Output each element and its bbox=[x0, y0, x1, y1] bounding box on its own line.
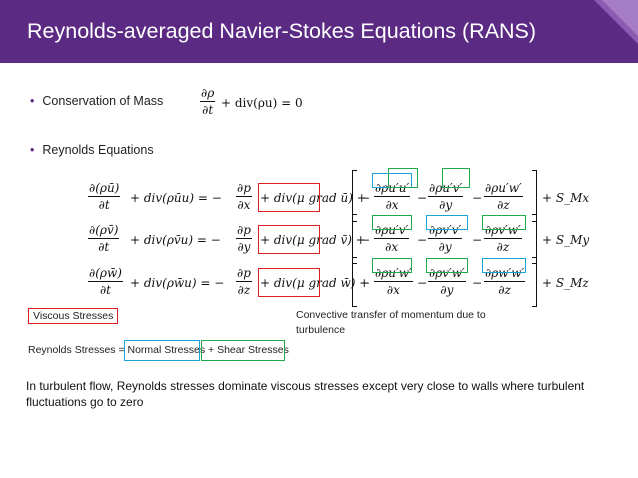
eq-z-term3: ∂ρw′w′∂z bbox=[484, 266, 526, 297]
highlight-shear-vw bbox=[482, 215, 526, 230]
eq-x-term2: ∂ρu′v′∂y bbox=[428, 181, 464, 212]
eq-x-right-bracket bbox=[532, 170, 537, 222]
bullet-reynolds-equations: • Reynolds Equations bbox=[30, 143, 154, 157]
eq-y-term2: ∂ρv′v′∂y bbox=[428, 223, 463, 254]
eq-y-term3: ∂ρv′w′∂z bbox=[484, 223, 522, 254]
eq-z-convection: + div(ρw̄u) = − bbox=[130, 276, 225, 290]
eq-x-term1: ∂ρu′u′∂x bbox=[374, 181, 411, 212]
eq-z-viscous: + div(μ grad w̄) + bbox=[260, 276, 370, 290]
eq-x-viscous: + div(μ grad ū) + bbox=[260, 191, 367, 205]
highlight-shear-vw-z bbox=[426, 258, 468, 273]
highlight-normal-stresses-label bbox=[124, 340, 200, 361]
eq-y-lhs: ∂(ρv̄)∂t bbox=[88, 223, 120, 254]
eq-z-left-bracket bbox=[352, 257, 357, 307]
highlight-normal-vv bbox=[426, 215, 468, 230]
bullet-label: Reynolds Equations bbox=[42, 143, 154, 157]
highlight-shear-uv bbox=[372, 215, 412, 230]
eq-y-viscous: + div(μ grad v̄) + bbox=[260, 233, 366, 247]
eq-z-pressure: ∂p∂z bbox=[236, 266, 252, 297]
eq-x-term3: ∂ρu′w′∂z bbox=[484, 181, 523, 212]
eq-y-convection: + div(ρv̄u) = − bbox=[130, 233, 221, 247]
eq-y-pressure: ∂p∂y bbox=[236, 223, 252, 254]
eq-x-lhs: ∂(ρū)∂t bbox=[88, 181, 121, 212]
page-title: Reynolds-averaged Navier-Stokes Equation… bbox=[27, 19, 537, 43]
highlight-shear-uv-x bbox=[388, 168, 418, 188]
turbulence-note: In turbulent flow, Reynolds stresses dom… bbox=[26, 379, 585, 409]
eq-x-left-bracket bbox=[352, 170, 357, 222]
eq-z-term1: ∂ρu′w′∂x bbox=[374, 266, 413, 297]
corner-fold-decoration bbox=[594, 0, 638, 44]
eq-z-right-bracket bbox=[532, 257, 537, 307]
eq-z-term2: ∂ρv′w′∂y bbox=[428, 266, 466, 297]
eq-x-source: + S_Mx bbox=[542, 191, 590, 205]
highlight-viscous-x bbox=[258, 183, 320, 212]
eq-y-right-bracket bbox=[532, 214, 537, 264]
eq-z-source: + S_Mz bbox=[542, 276, 589, 290]
eq-y-term1: ∂ρu′v′∂x bbox=[374, 223, 410, 254]
mass-eq-fraction: ∂ρ ∂t bbox=[200, 86, 216, 117]
reynolds-stresses-label: Reynolds Stresses = Normal Stresses + Sh… bbox=[28, 344, 289, 356]
bullet-conservation-of-mass: • Conservation of Mass bbox=[30, 94, 163, 108]
highlight-normal-ww bbox=[482, 258, 526, 273]
eq-y-source: + S_My bbox=[542, 233, 590, 247]
highlight-shear-uw bbox=[372, 258, 412, 273]
highlight-viscous-z bbox=[258, 268, 320, 297]
convective-transfer-label: Convective transfer of momentum due to t… bbox=[296, 309, 486, 336]
eq-z-lhs: ∂(ρw̄)∂t bbox=[88, 266, 123, 297]
bullet-label: Conservation of Mass bbox=[42, 94, 164, 108]
mass-eq-rest: + div(ρu) = 0 bbox=[221, 96, 303, 110]
eq-x-pressure: ∂p∂x bbox=[236, 181, 252, 212]
eq-x-convection: + div(ρūu) = − bbox=[130, 191, 222, 205]
viscous-stresses-label: Viscous Stresses bbox=[28, 308, 119, 324]
title-bar: Reynolds-averaged Navier-Stokes Equation… bbox=[0, 0, 638, 63]
highlight-shear-stresses-label bbox=[201, 340, 285, 361]
eq-y-left-bracket bbox=[352, 214, 357, 264]
bullet-dot-icon: • bbox=[30, 94, 35, 108]
highlight-viscous-y bbox=[258, 225, 320, 254]
bullet-dot-icon: • bbox=[30, 143, 35, 157]
highlight-shear-uv-y bbox=[442, 168, 470, 188]
